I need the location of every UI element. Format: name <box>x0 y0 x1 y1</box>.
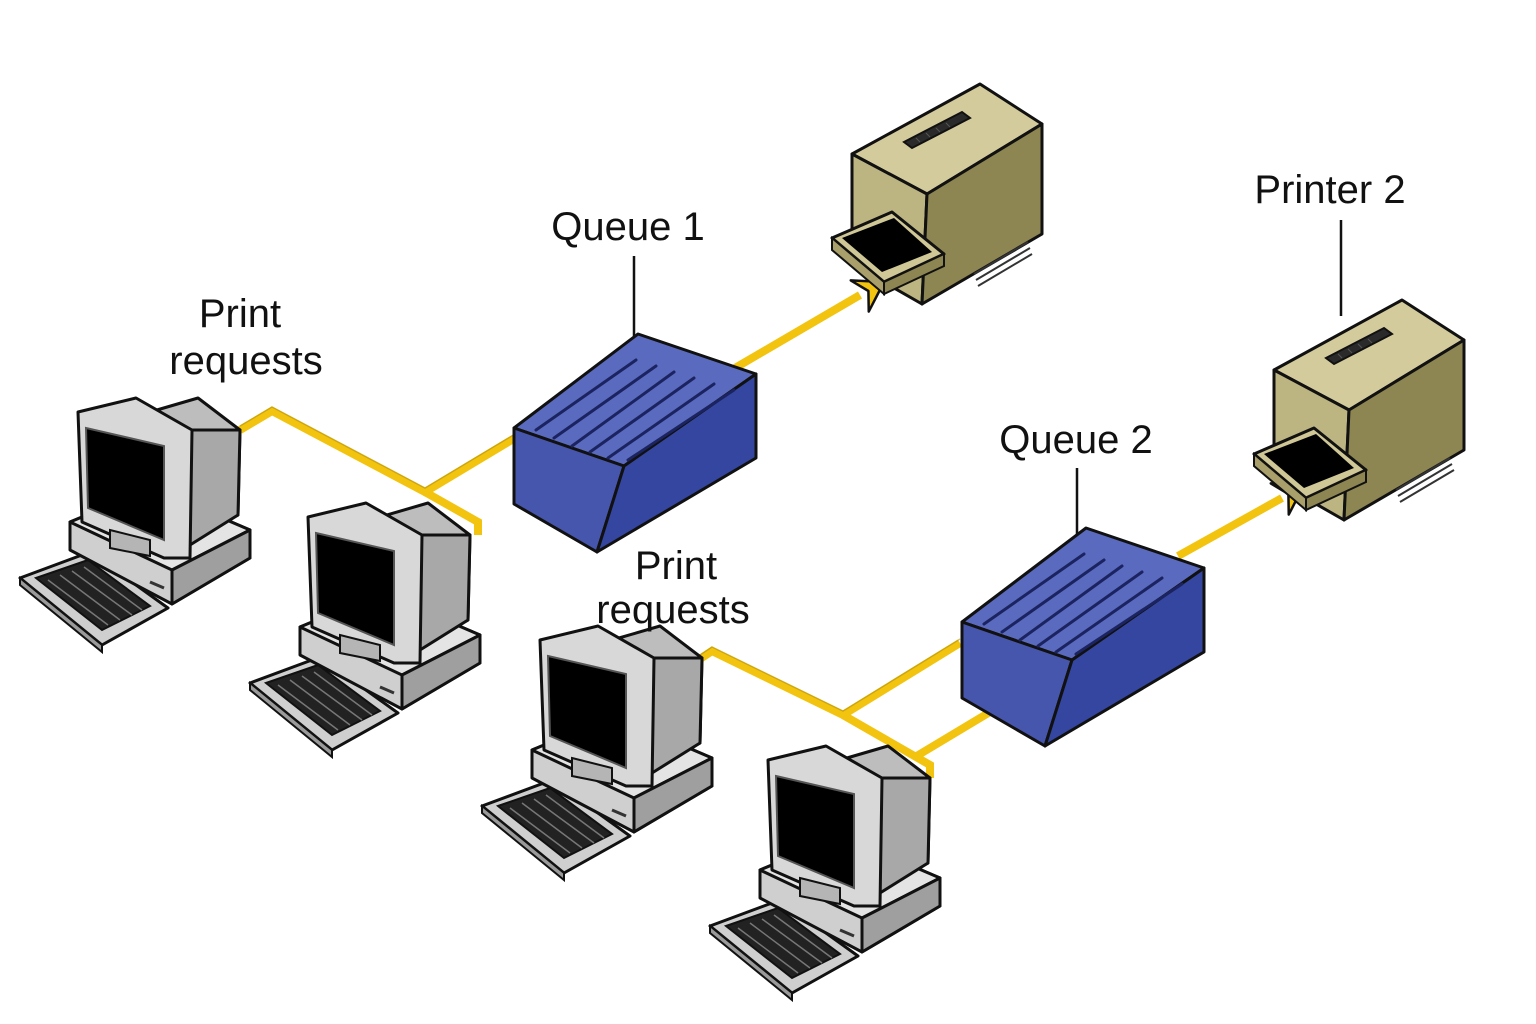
desktop-computer-icon <box>708 744 942 1002</box>
computer-3 <box>480 624 714 882</box>
leader-lines <box>632 220 1343 545</box>
connector-computer1 <box>237 406 518 497</box>
printer2-label: Printer 2 <box>1254 168 1405 212</box>
requests1-line2: requests <box>169 339 322 383</box>
computer-4 <box>708 744 942 1002</box>
queue1-label: Queue 1 <box>551 205 704 249</box>
desktop-computer-icon <box>480 624 714 882</box>
connector-computer2 <box>423 488 482 535</box>
connector-computer3 <box>697 639 963 720</box>
desktop-computer-icon <box>18 396 252 654</box>
printer-2 <box>1252 298 1466 522</box>
requests2-line2: requests <box>596 588 749 632</box>
queue-1 <box>512 332 758 554</box>
computer-1 <box>18 396 252 654</box>
connector-computer4 <box>841 711 934 778</box>
printer-icon <box>1252 298 1466 522</box>
printer-1 <box>830 82 1044 306</box>
arrow-queue1-printer1 <box>732 291 863 372</box>
server-queue-icon <box>512 332 758 554</box>
desktop-computer-icon <box>248 501 482 759</box>
requests1-line1: Print <box>199 292 281 336</box>
computer-2 <box>248 501 482 759</box>
connection-lines-outline <box>239 406 961 712</box>
server-queue-icon <box>960 526 1206 748</box>
printer-icon <box>830 82 1044 306</box>
queue-2 <box>960 526 1206 748</box>
print-requests-label-2: Print requests <box>596 544 749 632</box>
arrow-queue2-printer2 <box>1176 494 1284 560</box>
print-requests-label-1: Print requests <box>169 292 322 383</box>
requests2-line1: Print <box>635 544 717 588</box>
queue2-label: Queue 2 <box>999 418 1152 462</box>
